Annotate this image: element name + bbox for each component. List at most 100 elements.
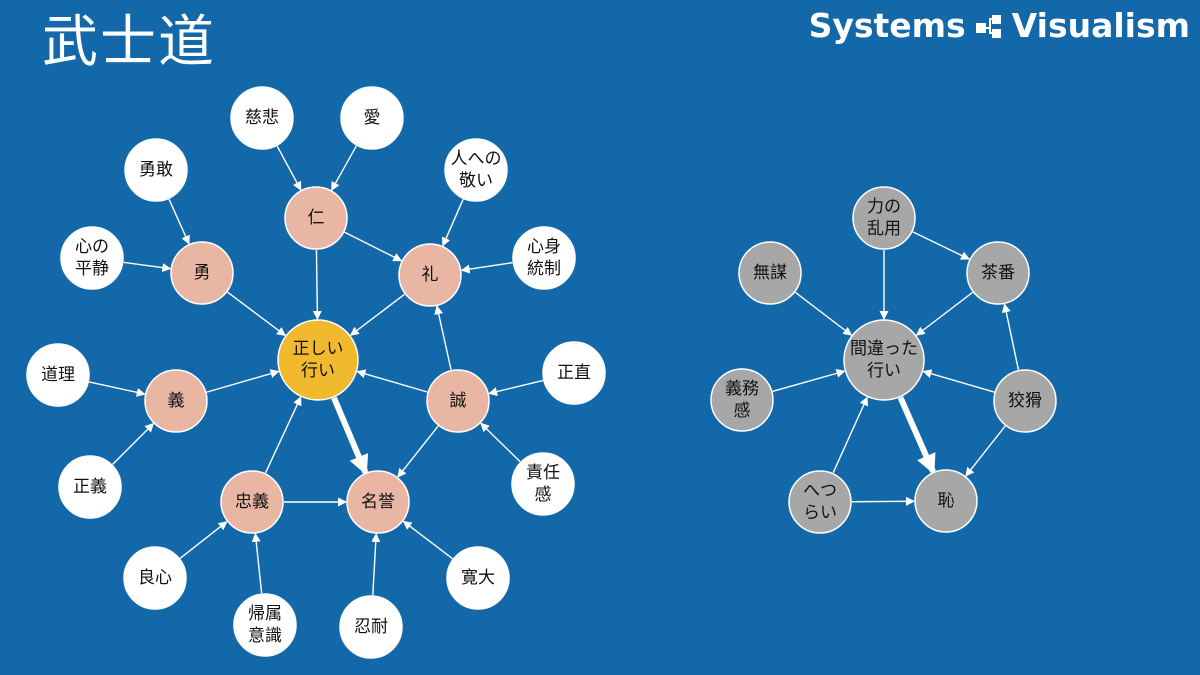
edge-hetsurai-to-wrong-action xyxy=(832,396,868,474)
edge-makoto-to-honor xyxy=(397,425,439,478)
edge-yukan-to-yu xyxy=(168,198,190,245)
edge-sekinin-to-makoto xyxy=(480,422,521,463)
edge-kokatsu-to-chaban xyxy=(1001,303,1020,370)
node-circle-gimu xyxy=(710,368,774,432)
edge-nintai-to-honor xyxy=(371,532,381,596)
node-label-yukan: 勇敢 xyxy=(139,160,173,180)
node-label-wrong-action-line1: 間違った xyxy=(850,339,918,359)
node-circle-hetsurai xyxy=(788,470,852,534)
node-label-hetsurai-line1: へつ xyxy=(803,481,837,501)
node-label-muboh: 無謀 xyxy=(753,263,787,283)
node-label-sekinin-line1: 責任 xyxy=(526,463,560,483)
node-label-shojiki: 正直 xyxy=(557,363,591,383)
node-circle-jihi xyxy=(230,86,294,150)
node-label-seigi: 正義 xyxy=(73,477,107,497)
brand-text-left: Systems xyxy=(808,6,966,45)
edge-heisei-to-yu xyxy=(123,261,172,273)
node-label-heisei-line1: 心の xyxy=(75,237,109,257)
node-circle-seigi xyxy=(58,455,122,519)
node-circle-ai xyxy=(340,86,404,150)
edge-kokatsu-to-haji xyxy=(965,425,1006,477)
edge-chaban-to-wrong-action xyxy=(915,291,973,336)
node-label-chikara-line1: 力の xyxy=(867,197,901,217)
node-label-sekinin-line2: 感 xyxy=(535,485,552,505)
brand-text-right: Visualism xyxy=(1011,6,1190,45)
node-label-jin: 仁 xyxy=(308,208,325,228)
edge-yu-to-right-action xyxy=(227,291,287,336)
node-label-right-action-line1: 正しい xyxy=(293,339,344,359)
slide-title: 武士道 xyxy=(42,10,216,75)
node-yu: 勇 xyxy=(170,241,234,305)
node-circle-chugi xyxy=(220,470,284,534)
node-label-rei: 礼 xyxy=(422,265,439,285)
brand-logo: Systems Visualism xyxy=(809,6,1190,45)
node-ryoshin: 良心 xyxy=(123,546,187,610)
node-circle-rei xyxy=(398,243,462,307)
node-circle-heisei xyxy=(60,226,124,290)
edge-jin-to-rei xyxy=(344,231,403,262)
node-label-kizoku-line2: 意識 xyxy=(248,626,282,646)
node-label-haji: 恥 xyxy=(938,491,955,511)
node-circle-hitoe xyxy=(444,138,508,202)
node-label-jihi: 慈悲 xyxy=(245,108,279,128)
edge-kandai-to-honor xyxy=(402,520,453,560)
node-haji: 恥 xyxy=(914,469,978,533)
node-circle-jin xyxy=(284,186,348,250)
node-label-nintai: 忍耐 xyxy=(354,617,388,637)
edge-kokatsu-to-wrong-action xyxy=(922,369,995,393)
node-seigi: 正義 xyxy=(58,455,122,519)
node-label-kandai: 寛大 xyxy=(461,568,495,588)
node-circle-right-action xyxy=(277,319,359,401)
node-gimu: 義務感 xyxy=(710,368,774,432)
node-label-shinshin-line1: 心身 xyxy=(527,237,561,257)
node-label-right-action-line2: 行い xyxy=(301,361,335,381)
node-circle-chaban xyxy=(966,241,1030,305)
edge-seigi-to-gi xyxy=(112,422,155,465)
node-yukan: 勇敢 xyxy=(124,138,188,202)
node-label-heisei-line2: 平静 xyxy=(75,259,109,279)
edge-kizoku-to-chugi xyxy=(251,532,263,594)
node-circle-shinshin xyxy=(512,226,576,290)
node-circle-gi xyxy=(144,369,208,433)
edge-rei-to-right-action xyxy=(349,293,405,336)
node-chugi: 忠義 xyxy=(220,470,284,534)
node-circle-makoto xyxy=(426,369,490,433)
node-circle-kandai xyxy=(446,546,510,610)
node-kandai: 寛大 xyxy=(446,546,510,610)
node-kokatsu: 狡猾 xyxy=(993,369,1057,433)
node-circle-dori xyxy=(26,343,90,407)
edge-jihi-to-jin xyxy=(276,145,302,191)
node-label-gi: 義 xyxy=(168,391,185,411)
node-circle-kizoku xyxy=(233,593,297,657)
node-circle-shojiki xyxy=(542,341,606,405)
node-label-yu: 勇 xyxy=(194,263,211,283)
edge-makoto-to-rei xyxy=(434,305,452,370)
node-circle-ryoshin xyxy=(123,546,187,610)
node-label-chugi: 忠義 xyxy=(235,492,269,512)
node-circle-honor xyxy=(346,470,410,534)
edge-hitoe-to-rei xyxy=(441,199,464,247)
systems-visualism-logo-icon xyxy=(975,14,1001,38)
node-label-hitoe-line2: 敬い xyxy=(459,171,493,191)
edge-muboh-to-wrong-action xyxy=(795,291,853,336)
edge-shinshin-to-rei xyxy=(460,262,513,274)
node-label-chikara-line2: 乱用 xyxy=(867,219,901,239)
node-circle-muboh xyxy=(738,241,802,305)
node-label-honor: 名誉 xyxy=(361,492,395,512)
node-circle-yu xyxy=(170,241,234,305)
node-label-hetsurai-line2: らい xyxy=(803,503,837,523)
edge-gi-to-right-action xyxy=(206,369,280,393)
node-circle-wrong-action xyxy=(843,319,925,401)
node-label-makoto: 誠 xyxy=(450,391,467,411)
edge-right-action-to-honor xyxy=(331,396,369,476)
edge-chugi-to-right-action xyxy=(264,396,302,474)
node-shojiki: 正直 xyxy=(542,341,606,405)
node-nintai: 忍耐 xyxy=(339,595,403,659)
node-ai: 愛 xyxy=(340,86,404,150)
node-label-ryoshin: 良心 xyxy=(138,568,172,588)
